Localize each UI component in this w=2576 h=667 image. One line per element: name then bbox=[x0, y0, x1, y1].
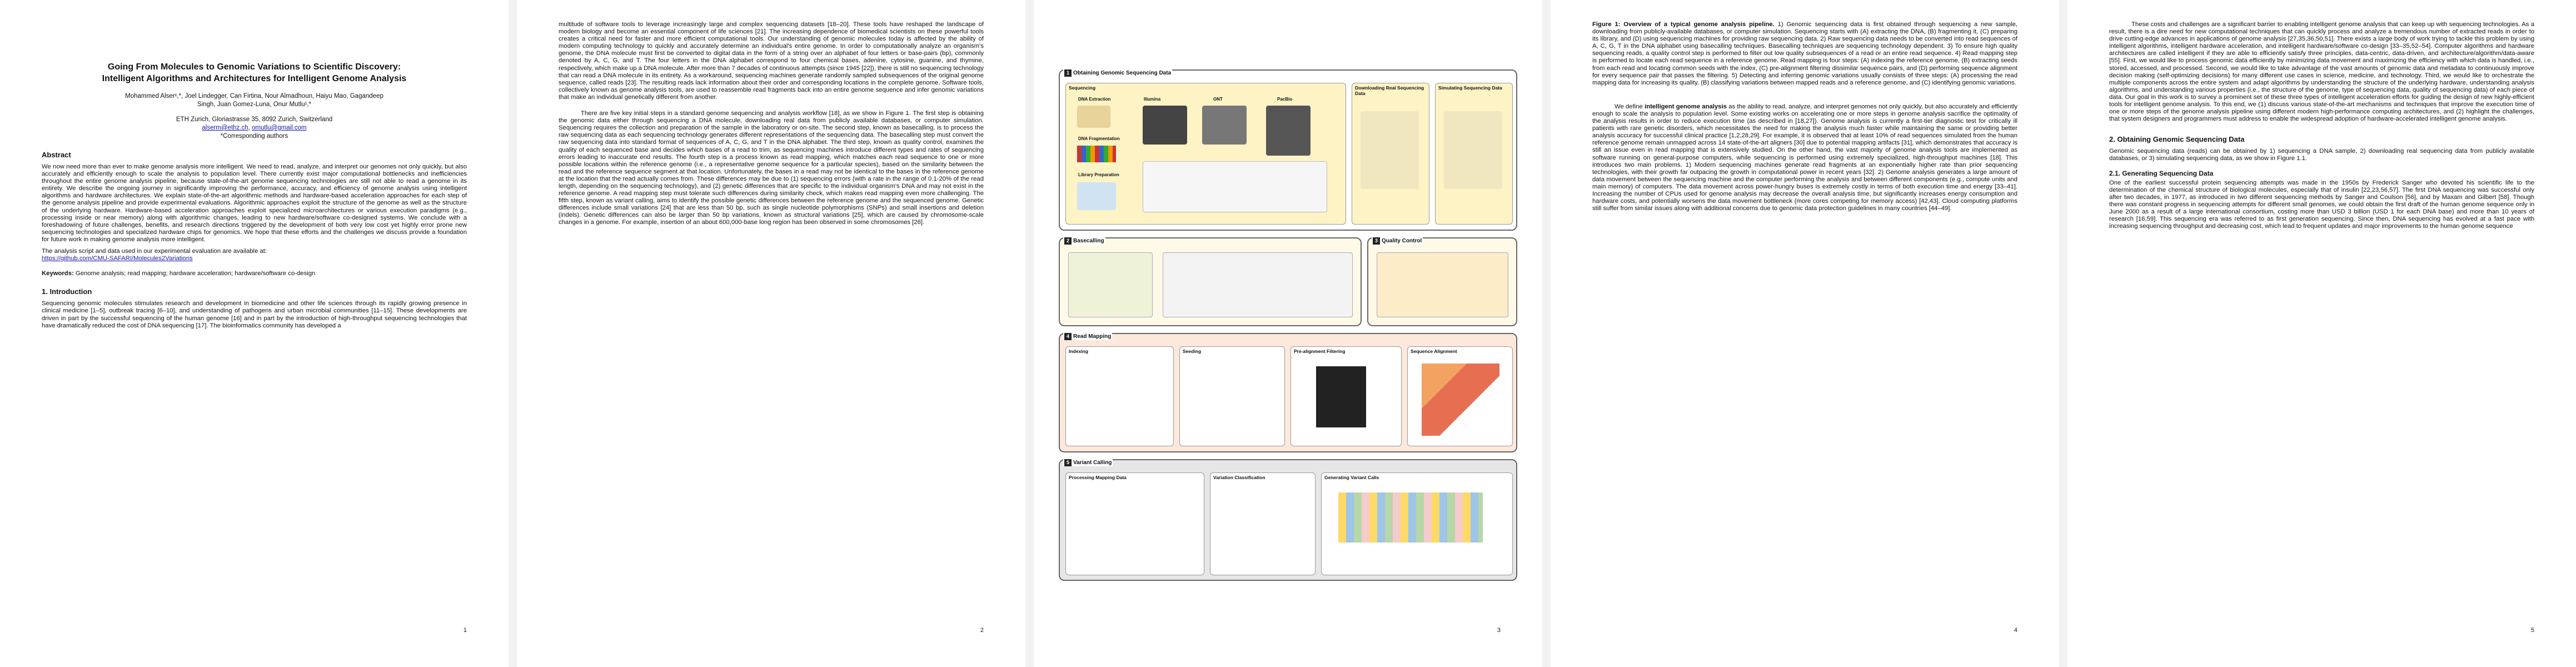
page-5: These costs and challenges are a signifi… bbox=[2067, 0, 2576, 667]
page-number: 2 bbox=[980, 627, 984, 634]
variation-classification-box: Variation Classification bbox=[1210, 472, 1316, 575]
paragraph: There are five key initial steps in a st… bbox=[559, 110, 984, 226]
sequencing-box: Sequencing DNA Extraction DNA Fragmentat… bbox=[1065, 83, 1346, 225]
github-link[interactable]: https://github.com/CMU-SAFARI/Molecules2… bbox=[42, 255, 193, 262]
introduction-heading: 1. Introduction bbox=[42, 287, 92, 296]
keywords: Keywords: Genome analysis; read mapping;… bbox=[42, 270, 316, 277]
paper-title: Going From Molecules to Genomic Variatio… bbox=[102, 62, 407, 83]
page-number: 4 bbox=[2014, 627, 2017, 634]
illumina-machine-icon bbox=[1143, 106, 1187, 145]
section-2-heading: 2. Obtaining Genomic Sequencing Data bbox=[2109, 135, 2245, 144]
affiliation: ETH Zurich, Gloriastrasse 35, 8092 Zuric… bbox=[42, 116, 467, 141]
paragraph: multitude of software tools to leverage … bbox=[559, 21, 984, 101]
alignment-matrix bbox=[1422, 364, 1499, 436]
seeding-box: Seeding bbox=[1179, 346, 1285, 446]
paragraph: One of the earliest successful protein s… bbox=[2109, 179, 2534, 230]
page-number: 1 bbox=[463, 627, 467, 634]
raw-signal-illustration bbox=[1143, 161, 1327, 212]
availability-note: The analysis script and data used in our… bbox=[42, 248, 267, 262]
page-2: multitude of software tools to leverage … bbox=[517, 0, 1025, 667]
page-1: Going From Molecules to Genomic Variatio… bbox=[0, 0, 509, 667]
quality-plot bbox=[1377, 252, 1508, 317]
prealignment-box: Pre-alignment Filtering bbox=[1291, 346, 1402, 446]
email-link-1[interactable]: alserm@ethz.ch bbox=[202, 125, 248, 131]
paragraph: We define intelligent genome analysis as… bbox=[1592, 103, 2018, 212]
downloading-box: Downloading Real Sequencing Data bbox=[1352, 83, 1429, 225]
pacbio-machine-icon bbox=[1266, 106, 1311, 156]
paragraph: Genomic sequencing data (reads) can be o… bbox=[2109, 148, 2534, 162]
abstract-heading: Abstract bbox=[42, 151, 71, 159]
variant-grid bbox=[1338, 492, 1483, 542]
basecalling-signal bbox=[1163, 252, 1353, 317]
dna-extraction-illustration bbox=[1077, 106, 1110, 128]
ont-device-icon bbox=[1202, 106, 1247, 145]
dna-fragment-illustration bbox=[1077, 146, 1116, 162]
paragraph: These costs and challenges are a signifi… bbox=[2109, 21, 2534, 123]
author-list: Mohammed Alser¹,*, Joel Lindegger, Can F… bbox=[125, 93, 383, 108]
page-4-content: Figure 1: Overview of a typical genome a… bbox=[1592, 21, 2017, 217]
filtering-matrix bbox=[1316, 366, 1366, 427]
page-1-content: Going From Molecules to Genomic Variatio… bbox=[42, 61, 467, 334]
email-line: alserm@ethz.ch, omutlu@gmail.com bbox=[202, 125, 307, 131]
section-2-1-heading: 2.1. Generating Sequencing Data bbox=[2109, 169, 2214, 177]
abstract-text: We now need more than ever to make genom… bbox=[42, 163, 467, 243]
page-2-content: multitude of software tools to leverage … bbox=[559, 21, 984, 231]
indexing-box: Indexing bbox=[1065, 346, 1174, 446]
figure-caption: Figure 1: Overview of a typical genome a… bbox=[1592, 21, 2018, 86]
introduction-text: Sequencing genomic molecules stimulates … bbox=[42, 300, 467, 329]
library-illustration bbox=[1077, 182, 1116, 210]
database-icon bbox=[1361, 111, 1419, 189]
basecalling-table bbox=[1068, 252, 1153, 317]
page-number: 5 bbox=[2530, 627, 2534, 634]
page-number: 3 bbox=[1497, 627, 1501, 634]
processing-mapping-box: Processing Mapping Data bbox=[1065, 472, 1204, 575]
generating-variant-calls-box: Generating Variant Calls bbox=[1321, 472, 1513, 575]
page-5-content: These costs and challenges are a signifi… bbox=[2109, 21, 2534, 235]
email-link-2[interactable]: omutlu@gmail.com bbox=[252, 125, 307, 131]
alignment-box: Sequence Alignment bbox=[1407, 346, 1513, 446]
simulation-icon bbox=[1444, 111, 1502, 189]
simulating-box: Simulating Sequencing Data bbox=[1435, 83, 1513, 225]
page-4: Figure 1: Overview of a typical genome a… bbox=[1551, 0, 2059, 667]
